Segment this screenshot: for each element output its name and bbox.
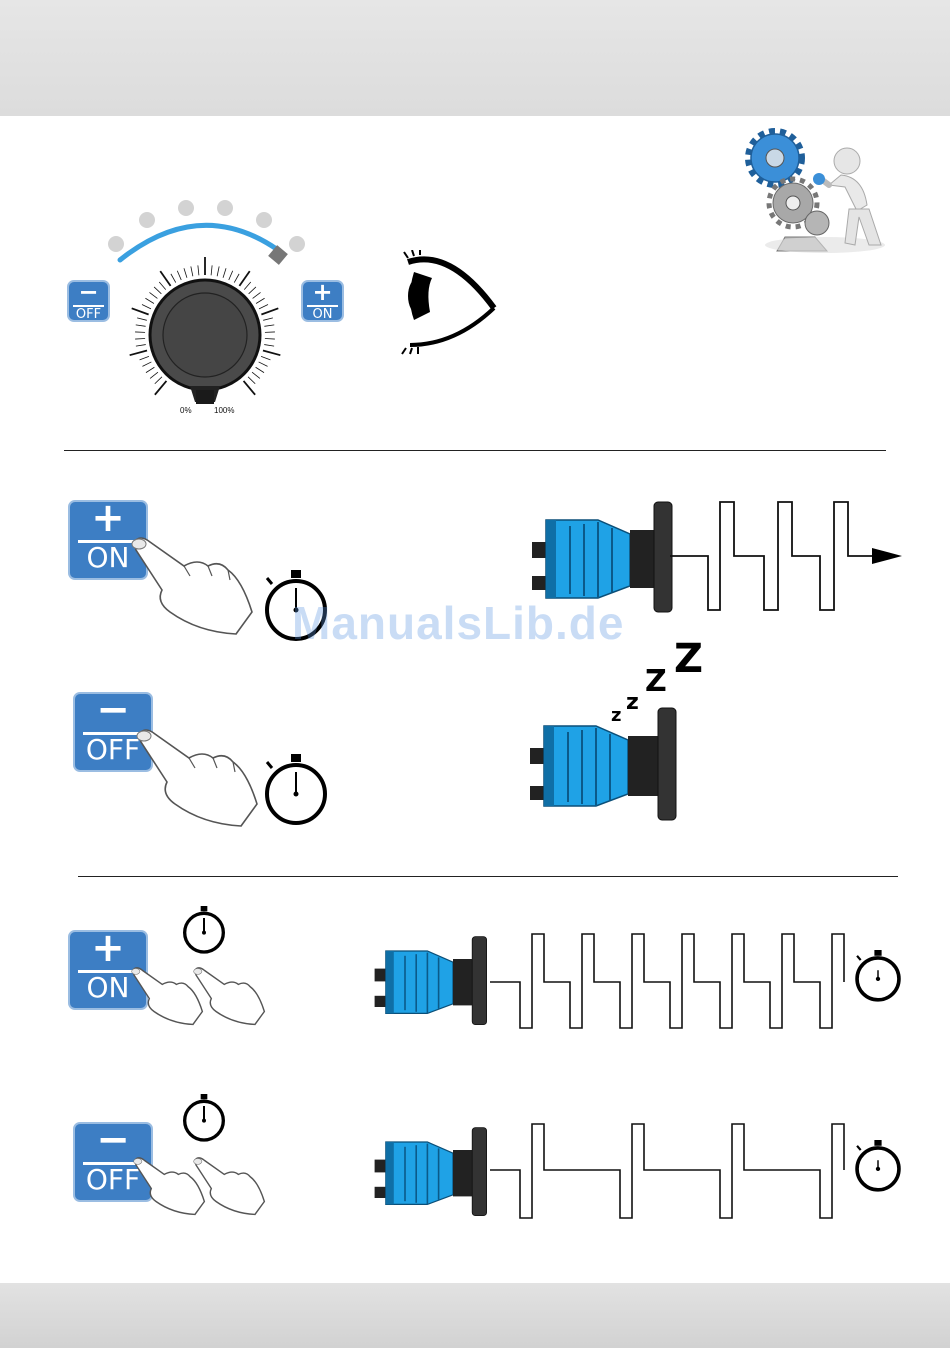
pump-icon [370, 1126, 496, 1218]
pump-icon [370, 935, 496, 1027]
eye-icon [400, 250, 500, 355]
pulse-signal-icon [490, 932, 850, 1030]
stopwatch-icon [852, 948, 904, 1004]
sleep-z-2: z [626, 690, 639, 715]
gears-figure-icon [745, 125, 895, 260]
dial-min-label: 0% [180, 406, 192, 415]
dial-knob[interactable] [100, 190, 320, 420]
footer-band [0, 1283, 950, 1348]
hand-pointer-icon [190, 1152, 268, 1218]
pump-icon [528, 706, 680, 822]
stopwatch-icon [180, 1090, 228, 1146]
stopwatch-icon [260, 752, 332, 828]
hand-pointer-icon [128, 528, 256, 640]
header-band [0, 0, 950, 116]
pulse-signal-icon [490, 1122, 850, 1220]
hand-pointer-icon [133, 720, 261, 832]
sleep-z-1: z [611, 705, 621, 726]
stopwatch-icon [852, 1138, 904, 1194]
dial-max-label: 100% [214, 406, 234, 415]
pulse-signal-icon [670, 498, 904, 616]
sleep-z-4: Z [674, 636, 703, 682]
section-divider [78, 876, 898, 877]
watermark: ManualsLib.de [292, 596, 624, 650]
sleep-z-3: Z [645, 664, 667, 699]
stopwatch-icon [180, 902, 228, 958]
hand-pointer-icon [190, 962, 268, 1028]
section-divider [64, 450, 886, 451]
